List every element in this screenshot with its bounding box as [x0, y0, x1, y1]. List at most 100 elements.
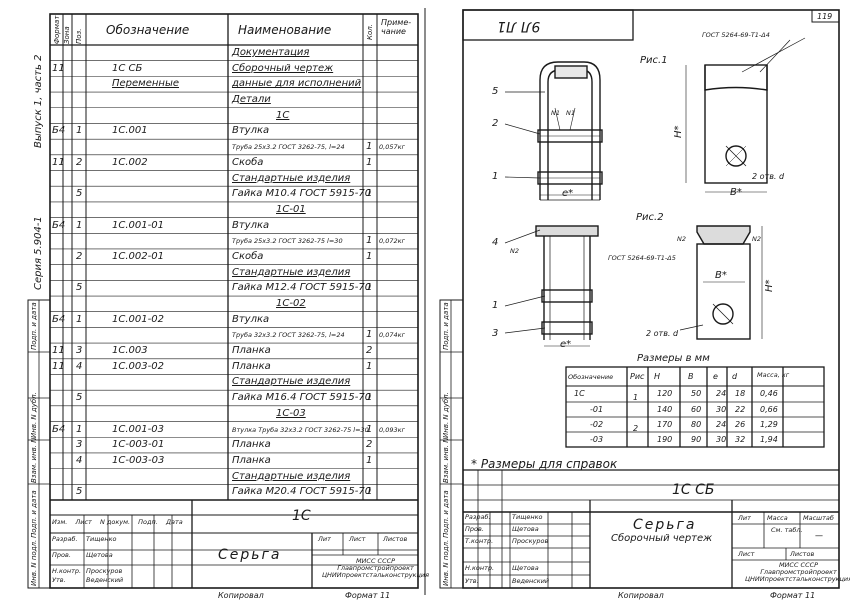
spec-cell-name: Втулка: [232, 125, 270, 137]
shackle-drawing-fig2-front: [504, 225, 599, 347]
stamp-col-izm: Изм.: [52, 518, 68, 526]
side-label: Инв. N подл.: [442, 539, 450, 586]
side-label: Инв. N дубл.: [30, 392, 38, 438]
sizes-cell: 22: [735, 405, 746, 414]
sizes-header-cell: е: [713, 372, 718, 381]
callout-3: 3: [492, 328, 499, 339]
spec-cell-name: Стандартные изделия: [232, 376, 351, 388]
sizes-cell: 24: [716, 389, 727, 398]
spec-cell-name: Сборочный чертеж: [232, 62, 334, 74]
spec-cell-designation: 1С.002: [112, 156, 148, 168]
stamp-person-role: Н.контр.: [52, 567, 82, 575]
stamp-code: 1С: [292, 508, 311, 524]
spec-cell-pos: 1: [76, 313, 83, 325]
spec-cell-pos: 4: [76, 454, 83, 466]
sizes-cell: 18: [735, 389, 746, 398]
spec-cell-qty: 1: [366, 156, 373, 168]
spec-cell-designation: 1С-003-03: [112, 454, 165, 466]
side-label: Взам. инв. N: [442, 437, 450, 483]
sizes-cell: 1: [633, 393, 639, 402]
stamp-person-name: Веденский: [86, 576, 124, 584]
spec-cell-designation: 1С-003-01: [112, 439, 165, 451]
spec-cell-name: 1С-02: [276, 298, 306, 310]
stamp-person-role: Н.контр.: [465, 564, 495, 572]
spec-cell-name: Труба 25х3.2 ГОСТ 3262-75, l=24: [232, 143, 345, 152]
spec-cell-pos: 5: [76, 188, 83, 200]
header-name: Наименование: [238, 23, 332, 37]
fig1-label: Рис.1: [640, 55, 668, 66]
spec-cell-format: 11: [52, 156, 65, 168]
hole-label-fig2: 2 отв. d: [646, 329, 679, 338]
stamp-person-role: Пров.: [465, 525, 484, 533]
sizes-cell: -01: [590, 405, 604, 414]
side-label: Подп. и дата: [30, 302, 38, 350]
dim-e-fig2: e*: [560, 339, 572, 350]
sizes-cell: 30: [716, 435, 727, 444]
spec-cell-format: 11: [52, 360, 65, 372]
sizes-cell: -02: [590, 420, 604, 429]
spec-cell-name: 1С-03: [276, 407, 306, 419]
spec-cell-name: Гайка М10.4 ГОСТ 5915-70: [232, 188, 372, 200]
spec-cell-qty: 1: [366, 188, 373, 200]
stamp-person-role: Утв.: [52, 576, 66, 584]
spec-cell-qty: 2: [366, 439, 373, 451]
spec-cell-designation: 1С.003-02: [112, 360, 164, 372]
header-designation: Обозначение: [106, 23, 190, 37]
gost-mid: ГОСТ 5264-69-Т1-Δ5: [608, 254, 676, 262]
shackle-drawing-fig2-side: [679, 225, 763, 340]
spec-cell-qty: 1: [366, 486, 373, 498]
callout-4: 4: [492, 237, 499, 248]
spec-cell-name: 1С-01: [276, 203, 306, 215]
stamp-mass: Масса: [767, 514, 788, 522]
sizes-header-cell: Масса, кг: [757, 371, 790, 379]
stamp-mass-value: См. табл.: [771, 526, 803, 534]
dim-b-fig1: B*: [730, 187, 742, 198]
header-note: Приме- чание: [381, 18, 412, 36]
spec-cell-qty: 1: [366, 454, 373, 466]
spec-cell-qty: 2: [366, 345, 373, 357]
spec-cell-name: данные для исполнений: [232, 78, 362, 90]
sizes-cell: 24: [716, 420, 727, 429]
spec-cell-name: Втулка Труба 32х3.2 ГОСТ 3262-75 l=30: [232, 425, 369, 434]
sizes-cell: 30: [716, 405, 727, 414]
sizes-header-cell: Обозначение: [568, 373, 614, 381]
copied-label: Копировал: [618, 591, 664, 600]
callout-1: 1: [492, 171, 499, 182]
format-label: Формат 11: [345, 591, 391, 600]
spec-cell-name: Труба 25х3.2 ГОСТ 3262-75 l=30: [232, 237, 343, 246]
spec-cell-name: Втулка: [232, 219, 270, 231]
stamp-person-name: Веденский: [512, 577, 550, 585]
spec-cell-format: Б4: [52, 219, 66, 231]
stamp-person-role: Пров.: [52, 551, 71, 559]
sizes-cell: 0,46: [760, 389, 778, 398]
spec-cell-format: 11: [52, 345, 65, 357]
sizes-cell: 32: [735, 435, 746, 444]
stamp-lit: Лит: [738, 514, 751, 522]
spec-cell-qty: 1: [366, 360, 373, 372]
spec-cell-qty: 1: [366, 235, 373, 247]
sizes-cell: 190: [657, 435, 673, 444]
spec-cell-name: Планка: [232, 345, 271, 357]
n1-label-2: N1: [566, 109, 575, 117]
spec-cell-qty: 1: [366, 282, 373, 294]
stamp-title: Серьга: [218, 547, 282, 563]
shackle-drawing-fig1-front: [504, 61, 603, 201]
stamp-org: МИСС СССР Главпромстройпроект ЦНИИпроект…: [745, 561, 850, 583]
spec-cell-qty: 1: [366, 392, 373, 404]
spec-cell-qty: 1: [366, 250, 373, 262]
sizes-cell: 60: [691, 405, 702, 414]
stamp-role-header: Изм. Лист N докум. Подп. Дата: [52, 519, 183, 526]
sizes-cell: 120: [657, 389, 673, 398]
stamp-sheets: Листов: [383, 535, 408, 543]
spec-cell-name: Планка: [232, 360, 271, 372]
stamp-scale: Масштаб: [803, 514, 834, 522]
stamp-person-name: Щетова: [86, 551, 113, 559]
spec-cell-name: Планка: [232, 454, 271, 466]
sizes-title: Размеры в мм: [637, 353, 710, 364]
spec-cell-name: Труба 32х3.2 ГОСТ 3262-75, l=24: [232, 331, 345, 340]
callout-5: 5: [492, 86, 499, 97]
side-label: Подп. и дата: [442, 302, 450, 350]
stamp-person-name: Проскуров: [512, 537, 549, 545]
dim-h-fig1: H*: [673, 125, 684, 138]
